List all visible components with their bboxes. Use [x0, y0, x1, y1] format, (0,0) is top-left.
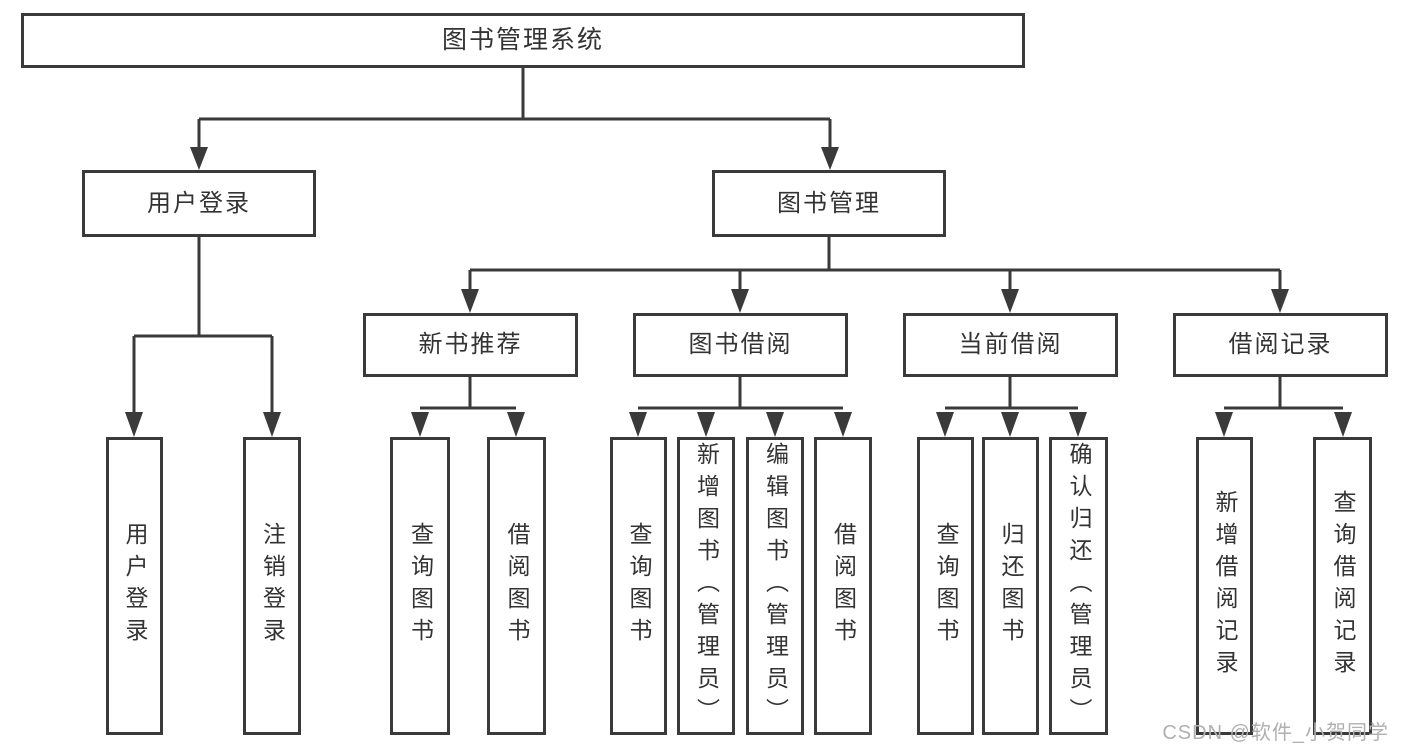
leaf-bb-query-books: 查询图书	[610, 437, 667, 735]
leaf-cb-confirm-return-admin: 确认归还（管理员）	[1049, 437, 1108, 735]
connector-bookborrow-to-leaves	[629, 377, 852, 437]
connector-root-to-level2	[190, 68, 839, 170]
node-book-borrow: 图书借阅	[633, 313, 848, 377]
node-current-borrow-label: 当前借阅	[958, 331, 1063, 358]
node-root-label: 图书管理系统	[441, 26, 604, 54]
node-book-mgmt: 图书管理	[712, 170, 946, 237]
node-book-borrow-label: 图书借阅	[688, 331, 793, 358]
node-root: 图书管理系统	[21, 13, 1025, 68]
leaf-bb-add-books-admin-label: 新增图书（管理员）	[693, 442, 720, 730]
leaf-cb-return-books-label: 归还图书	[998, 522, 1024, 650]
connector-newbooks-to-leaves	[411, 377, 525, 437]
connector-borrowrecords-to-leaves	[1215, 377, 1352, 437]
leaf-cb-query-books: 查询图书	[917, 437, 974, 735]
leaf-bb-query-books-label: 查询图书	[626, 522, 652, 650]
leaf-nb-borrow-books: 借阅图书	[487, 437, 546, 735]
leaf-logout-login: 注销登录	[243, 437, 301, 735]
leaf-br-add-borrow-record: 新增借阅记录	[1196, 437, 1253, 735]
node-borrow-records: 借阅记录	[1173, 313, 1388, 377]
leaf-user-login-label: 用户登录	[122, 522, 148, 650]
leaf-nb-query-books-label: 查询图书	[407, 522, 434, 650]
leaf-bb-borrow-books: 借阅图书	[814, 437, 872, 735]
connector-bookmgmt-to-level3	[461, 237, 1289, 313]
leaf-br-query-borrow-record: 查询借阅记录	[1313, 437, 1372, 735]
node-borrow-records-label: 借阅记录	[1228, 331, 1333, 358]
node-user-login: 用户登录	[82, 170, 316, 237]
leaf-bb-edit-books-admin: 编辑图书（管理员）	[746, 437, 804, 735]
node-new-books-label: 新书推荐	[418, 331, 523, 358]
leaf-nb-borrow-books-label: 借阅图书	[504, 522, 530, 650]
node-new-books: 新书推荐	[363, 313, 578, 377]
leaf-nb-query-books: 查询图书	[390, 437, 450, 735]
node-book-mgmt-label: 图书管理	[777, 189, 881, 217]
connector-currentborrow-to-leaves	[936, 377, 1087, 437]
node-current-borrow: 当前借阅	[903, 313, 1118, 377]
leaf-bb-add-books-admin: 新增图书（管理员）	[677, 437, 735, 735]
leaf-bb-borrow-books-label: 借阅图书	[830, 522, 857, 650]
csdn-watermark: CSDN @软件_小贺同学	[1162, 722, 1389, 744]
leaf-logout-login-label: 注销登录	[259, 522, 286, 650]
leaf-bb-edit-books-admin-label: 编辑图书（管理员）	[762, 442, 789, 730]
connector-userlogin-to-leaves	[125, 237, 281, 437]
leaf-cb-return-books: 归还图书	[982, 437, 1039, 735]
node-user-login-label: 用户登录	[147, 189, 251, 217]
leaf-user-login: 用户登录	[106, 437, 163, 735]
leaf-br-query-borrow-record-label: 查询借阅记录	[1330, 490, 1356, 682]
leaf-br-add-borrow-record-label: 新增借阅记录	[1212, 490, 1238, 682]
leaf-cb-query-books-label: 查询图书	[933, 522, 959, 650]
leaf-cb-confirm-return-admin-label: 确认归还（管理员）	[1066, 442, 1092, 730]
